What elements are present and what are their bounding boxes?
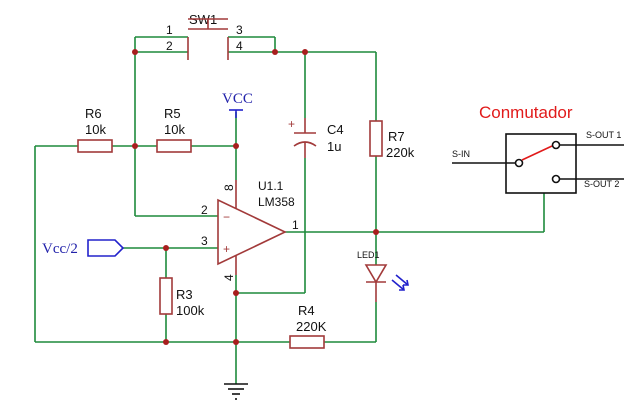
r3-body: [159, 277, 173, 315]
conmutador-contact-2: [551, 174, 561, 184]
conmutador-common-contact: [514, 158, 524, 168]
led-led1: LED1: [357, 250, 409, 302]
opamp-minus: −: [223, 210, 230, 224]
conmutador-contact-1: [551, 140, 561, 150]
conmutador-lever: [521, 145, 553, 161]
resistor-r3: R3 100k: [159, 277, 205, 318]
opamp-u1: − + U1.1 LM358 2 3 1 8 4: [201, 179, 299, 281]
sw1-pin3: 3: [236, 23, 243, 37]
sw1-pin4: 4: [236, 39, 243, 53]
led-arrowhead-1: [399, 284, 405, 291]
u1-pin-gnd: 4: [222, 274, 236, 281]
vcc-half-port: Vcc/2: [42, 239, 125, 257]
r7-body: [369, 120, 383, 157]
wires: [34, 36, 545, 384]
sw1-pin2: 2: [166, 39, 173, 53]
vcc-half-flag: [87, 239, 125, 257]
r4-value: 220K: [296, 319, 327, 334]
conmutador-title: Conmutador: [479, 103, 573, 122]
r4-body: [289, 335, 325, 349]
ground-symbol: [224, 383, 248, 400]
led-arrow-2: [395, 274, 409, 286]
r6-body: [77, 139, 113, 153]
resistor-r6: R6 10k: [77, 106, 113, 153]
junction-dot: [233, 290, 239, 296]
vcc-label: VCC: [222, 91, 253, 107]
r5-value: 10k: [164, 122, 185, 137]
sw1-pin1: 1: [166, 23, 173, 37]
r3-value: 100k: [176, 303, 205, 318]
switch-sw1: SW1 1 2 3 4: [166, 12, 243, 60]
resistor-r5: R5 10k: [156, 106, 192, 153]
c4-ref: C4: [327, 122, 344, 137]
r3-ref: R3: [176, 287, 193, 302]
led-light-arrows: [391, 274, 409, 291]
vcc-symbol: VCC: [222, 91, 253, 118]
r7-ref: R7: [388, 129, 405, 144]
capacitor-c4: + C4 1u: [288, 117, 344, 158]
conmutador-out1-label: S-OUT 1: [586, 130, 621, 140]
junction-dot: [132, 143, 138, 149]
led-triangle: [364, 264, 388, 284]
junction-dot: [132, 49, 138, 55]
conmutador-input-label: S-IN: [452, 149, 470, 159]
u1-pin-inv: 2: [201, 203, 208, 217]
junction-dots: [132, 49, 379, 345]
c4-value: 1u: [327, 139, 341, 154]
junction-dot: [163, 245, 169, 251]
u1-pin-out: 1: [292, 218, 299, 232]
r4-ref: R4: [298, 303, 315, 318]
led-ref: LED1: [357, 250, 380, 260]
r6-ref: R6: [85, 106, 102, 121]
opamp-plus: +: [223, 242, 230, 256]
r7-value: 220k: [386, 145, 415, 160]
u1-part: LM358: [258, 195, 295, 209]
u1-pin-vcc: 8: [222, 184, 236, 191]
conmutador-box: [505, 133, 577, 194]
junction-dot: [233, 339, 239, 345]
conmutador-out2-label: S-OUT 2: [584, 179, 619, 189]
junction-dot: [373, 229, 379, 235]
junction-dot: [163, 339, 169, 345]
junction-dot: [302, 49, 308, 55]
resistor-r4: R4 220K: [289, 303, 327, 349]
junction-dot: [272, 49, 278, 55]
u1-pin-noninv: 3: [201, 234, 208, 248]
vcc-half-label: Vcc/2: [42, 241, 78, 257]
led-arrow-1: [391, 279, 405, 291]
opamp-triangle: [217, 198, 287, 266]
resistor-r7: R7 220k: [369, 120, 415, 160]
r6-value: 10k: [85, 122, 106, 137]
junction-dot: [233, 143, 239, 149]
c4-plus: +: [288, 117, 295, 131]
r5-ref: R5: [164, 106, 181, 121]
conmutador-switch: Conmutador S-IN S-OUT 1 S-OUT 2: [452, 103, 624, 194]
r5-body: [156, 139, 192, 153]
u1-ref: U1.1: [258, 179, 284, 193]
led-arrowhead-2: [403, 279, 409, 286]
